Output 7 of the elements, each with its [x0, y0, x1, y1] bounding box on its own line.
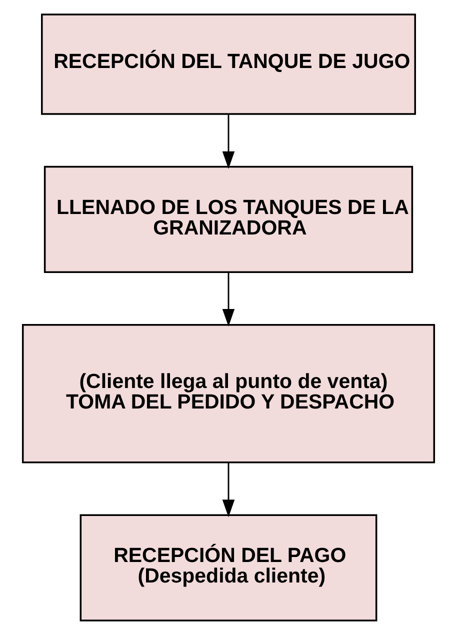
node-box: (Cliente llega al punto de venta) TOMA DEL PEDIDO Y DESPACHO: [21, 324, 435, 464]
node-box: LLENADO DE LOS TANQUES DE LA GRANIZADORA: [43, 166, 413, 273]
node-box: RECEPCIÓN DEL PAGO (Despedida cliente): [79, 514, 377, 622]
arrow: [222, 272, 234, 327]
arrow: [222, 462, 234, 518]
arrow: [222, 114, 234, 169]
node-box: RECEPCIÓN DEL TANQUE DE JUGO: [40, 14, 416, 115]
